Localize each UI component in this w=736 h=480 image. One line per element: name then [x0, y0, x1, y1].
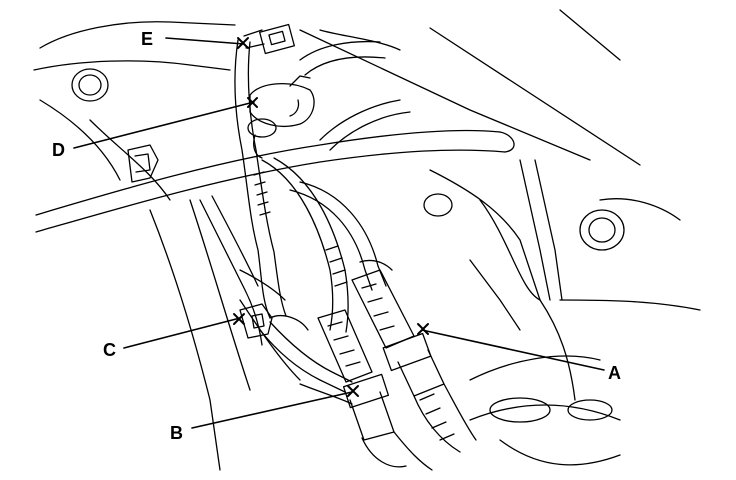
- marker-b: [348, 386, 358, 396]
- leader-d: [74, 102, 254, 148]
- marker-d: [248, 98, 257, 107]
- main-hose: [36, 131, 514, 232]
- marker-a: [418, 324, 428, 334]
- leader-markers: [234, 38, 428, 396]
- callout-b: B: [170, 423, 183, 443]
- upper-hose: [300, 42, 385, 75]
- leader-b: [192, 392, 352, 428]
- connector-d: [248, 76, 314, 158]
- callout-c: C: [103, 340, 116, 360]
- leader-e: [166, 38, 244, 44]
- wire-harness: [200, 40, 410, 392]
- leader-lines: [74, 38, 604, 428]
- callout-d: D: [52, 140, 65, 160]
- body-panel-lines: [34, 10, 700, 470]
- leader-c: [124, 318, 240, 348]
- marker-e: [238, 38, 248, 48]
- callout-e: E: [141, 29, 154, 49]
- connector-e: [244, 24, 294, 53]
- connector-a: [352, 260, 476, 452]
- connector-c: [240, 304, 308, 338]
- leader-a: [422, 330, 604, 370]
- connector-b: [300, 310, 432, 470]
- callout-a: A: [608, 363, 621, 383]
- marker-c: [234, 314, 244, 324]
